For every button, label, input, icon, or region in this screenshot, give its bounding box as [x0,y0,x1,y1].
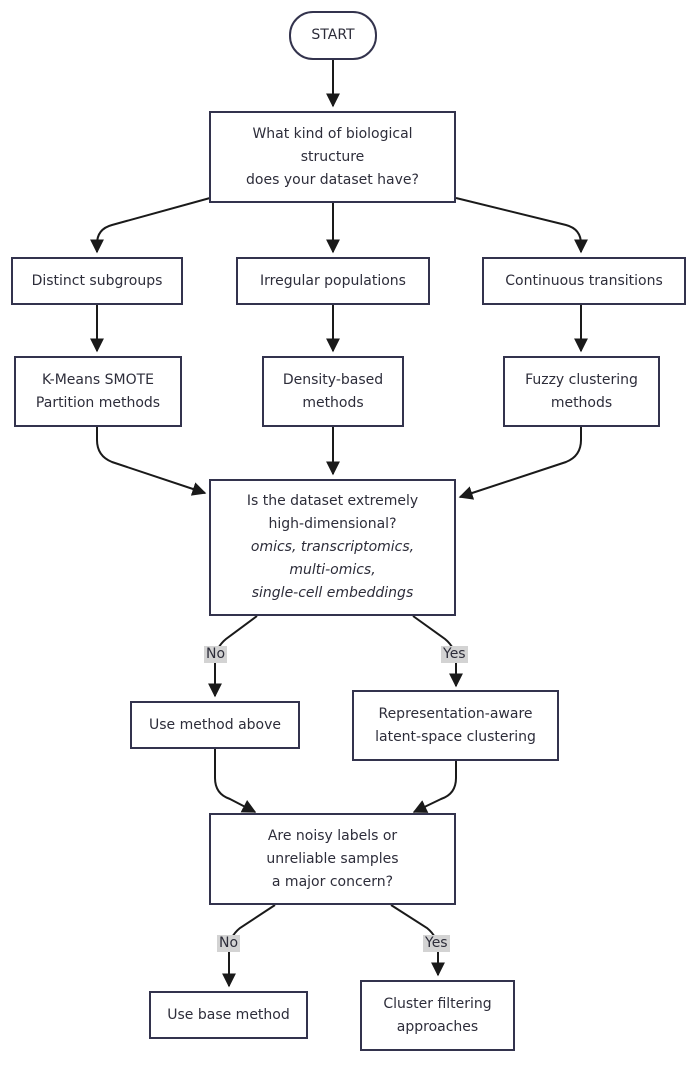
fuzzy-clustering-node: Fuzzy clustering methods [503,356,660,427]
node-label: Continuous transitions [505,272,663,289]
cluster-filtering-node: Cluster filtering approaches [360,980,515,1051]
node-label: Distinct subgroups [31,272,163,289]
question-line: Is the dataset extremely [246,493,419,509]
node-line: methods [302,394,364,411]
representation-aware-node: Representation-aware latent-space cluste… [352,690,559,761]
question-detail-line: single-cell embeddings [251,585,414,601]
node-label: Use base method [167,1006,290,1023]
edge-repr-to-noisy [412,761,457,813]
kmeans-smote-node: K-Means SMOTE Partition methods [14,356,182,427]
question-line: high-dimensional? [268,516,397,532]
question-line: structure [300,148,365,165]
question-line: does your dataset have? [246,171,419,188]
distinct-subgroups-node: Distinct subgroups [11,257,183,305]
node-line: latent-space clustering [375,728,536,745]
irregular-populations-node: Irregular populations [236,257,430,305]
node-line: Fuzzy clustering [525,371,638,388]
node-line: approaches [396,1018,479,1035]
edge-label-no: No [204,646,228,663]
edge-label-yes: Yes [423,935,450,952]
edge-question-to-distinct [90,197,211,254]
use-method-above-node: Use method above [130,701,300,749]
question-noisy-labels: Are noisy labels or unreliable samples a… [209,813,456,905]
edge-label-no: No [217,935,241,952]
question-line: unreliable samples [266,850,399,867]
node-label: Irregular populations [260,272,406,289]
question-high-dimensional: Is the dataset extremely high-dimensiona… [209,479,456,616]
question-detail-line: omics, transcriptomics, [250,539,415,555]
density-based-node: Density-based methods [262,356,404,427]
node-line: K-Means SMOTE [41,371,155,388]
question-detail-line: multi-omics, [289,562,376,578]
node-line: Density-based [282,371,384,388]
question-biological-structure: What kind of biological structure does y… [209,111,456,203]
node-label: Use method above [148,716,282,733]
node-line: Cluster filtering [383,995,492,1012]
node-line: Partition methods [35,394,161,411]
continuous-transitions-node: Continuous transitions [482,257,686,305]
question-line: What kind of biological [252,125,413,142]
question-line: a major concern? [271,873,394,890]
start-label: START [311,27,355,43]
node-line: methods [550,394,613,411]
edge-label-yes: Yes [441,646,468,663]
edge-useabove-to-noisy [214,749,257,813]
question-line: Are noisy labels or [267,827,398,844]
edge-kmeans-to-highdim [96,427,207,496]
node-line: Representation-aware [378,705,533,722]
edge-fuzzy-to-highdim [458,427,582,500]
use-base-method-node: Use base method [149,991,308,1039]
edge-question-to-continuous [455,197,588,254]
start-node: START [289,11,377,60]
